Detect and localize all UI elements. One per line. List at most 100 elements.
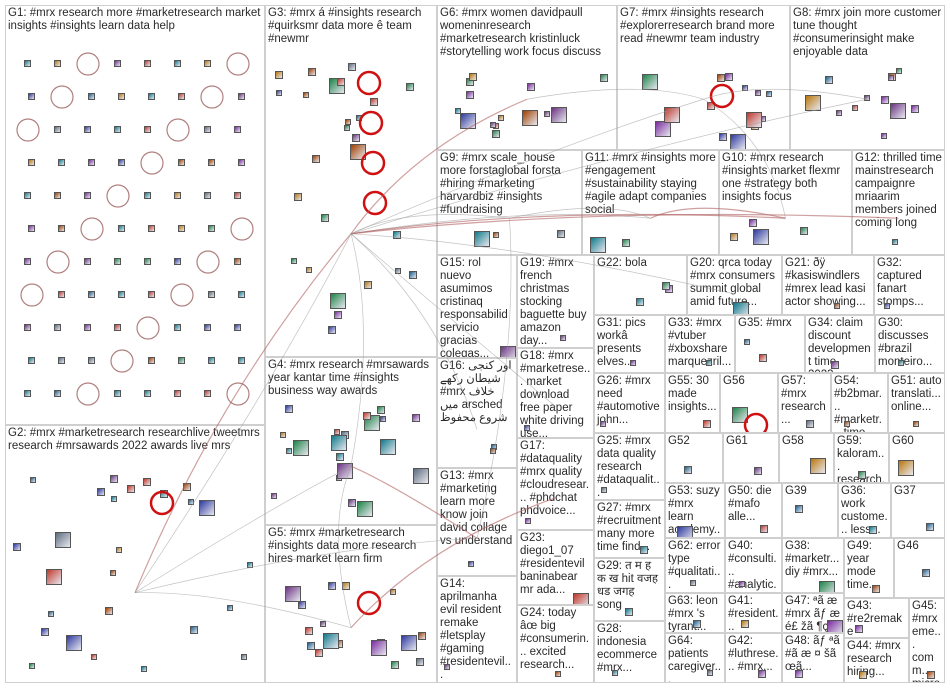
node-g1-53[interactable] bbox=[174, 258, 181, 265]
node-g3-18[interactable] bbox=[394, 267, 401, 274]
node-g2-8[interactable] bbox=[65, 634, 82, 651]
node-g1-18[interactable] bbox=[84, 126, 91, 133]
node-g27-0[interactable] bbox=[639, 545, 648, 554]
node-g1-57[interactable] bbox=[58, 291, 65, 298]
node-g8-2[interactable] bbox=[881, 95, 890, 104]
node-g23-0[interactable] bbox=[573, 592, 589, 604]
node-g1-77[interactable] bbox=[178, 357, 185, 364]
node-g3-13[interactable] bbox=[302, 91, 309, 98]
node-g1-33[interactable] bbox=[54, 192, 61, 199]
node-g1-1[interactable] bbox=[54, 60, 61, 67]
node-g4-9[interactable] bbox=[412, 414, 421, 423]
node-g4-3[interactable] bbox=[271, 493, 278, 500]
node-g1-0[interactable] bbox=[24, 60, 31, 67]
node-g7-4[interactable] bbox=[741, 85, 748, 92]
node-g1-80[interactable] bbox=[24, 390, 31, 397]
node-g35-0[interactable] bbox=[744, 339, 751, 346]
node-g5-17[interactable] bbox=[315, 648, 324, 657]
node-g1-65[interactable] bbox=[54, 324, 61, 331]
node-g2-18[interactable] bbox=[115, 546, 122, 553]
node-g1-37[interactable] bbox=[174, 192, 181, 199]
node-g48-0[interactable] bbox=[795, 670, 804, 679]
node-g1-30[interactable] bbox=[208, 159, 215, 166]
node-g5-5[interactable] bbox=[328, 581, 337, 590]
node-g7-2[interactable] bbox=[729, 133, 746, 149]
node-g1-34[interactable] bbox=[84, 192, 91, 199]
node-g4-12[interactable] bbox=[348, 498, 357, 507]
node-g5-10[interactable] bbox=[298, 600, 307, 609]
node-g2-20[interactable] bbox=[226, 605, 233, 612]
node-g44-0[interactable] bbox=[858, 670, 867, 679]
node-g1-22[interactable] bbox=[204, 126, 211, 133]
node-g1-17[interactable] bbox=[54, 126, 61, 133]
node-g1-69[interactable] bbox=[174, 324, 181, 331]
node-g7-5[interactable] bbox=[655, 121, 672, 138]
node-g2-17[interactable] bbox=[55, 532, 72, 549]
node-g57-0[interactable] bbox=[805, 420, 814, 429]
node-g4-0[interactable] bbox=[284, 405, 293, 413]
node-g1-51[interactable] bbox=[114, 258, 121, 265]
node-g7-11[interactable] bbox=[641, 74, 658, 91]
node-g53-0[interactable] bbox=[676, 525, 693, 537]
node-g6-3[interactable] bbox=[489, 121, 496, 128]
node-g3-3[interactable] bbox=[305, 266, 312, 273]
node-g1-48[interactable] bbox=[24, 258, 31, 265]
node-g4-19[interactable] bbox=[337, 462, 354, 479]
node-g5-4[interactable] bbox=[322, 632, 339, 649]
node-g26-0[interactable] bbox=[600, 420, 607, 427]
node-g5-8[interactable] bbox=[285, 585, 302, 602]
node-g25-0[interactable] bbox=[600, 487, 607, 494]
node-g3-23[interactable] bbox=[393, 230, 402, 239]
node-g10-2[interactable] bbox=[800, 226, 809, 235]
node-g6-4[interactable] bbox=[551, 107, 568, 124]
node-g13-0[interactable] bbox=[467, 560, 474, 567]
node-g3-22[interactable] bbox=[307, 67, 316, 76]
node-g51-0[interactable] bbox=[912, 420, 919, 427]
node-g15-0[interactable] bbox=[499, 345, 516, 357]
node-g1-63[interactable] bbox=[238, 291, 245, 298]
node-g59-0[interactable] bbox=[857, 470, 866, 479]
node-g3-8[interactable] bbox=[406, 83, 415, 92]
node-g47-0[interactable] bbox=[826, 620, 843, 632]
node-g42-0[interactable] bbox=[757, 670, 766, 679]
node-g60-0[interactable] bbox=[897, 460, 914, 477]
node-g1-15[interactable] bbox=[238, 93, 245, 100]
node-g10-3[interactable] bbox=[753, 228, 770, 245]
node-g14-0[interactable] bbox=[443, 663, 450, 670]
node-g1-45[interactable] bbox=[178, 225, 185, 232]
node-g3-9[interactable] bbox=[275, 89, 282, 96]
node-g1-52[interactable] bbox=[144, 258, 151, 265]
node-g30-0[interactable] bbox=[897, 360, 904, 367]
node-g1-67[interactable] bbox=[114, 324, 121, 331]
node-g1-66[interactable] bbox=[84, 324, 91, 331]
node-g4-8[interactable] bbox=[279, 431, 286, 438]
node-g4-17[interactable] bbox=[330, 434, 347, 451]
node-g2-3[interactable] bbox=[104, 606, 113, 615]
node-g46-0[interactable] bbox=[922, 569, 931, 578]
node-g6-9[interactable] bbox=[468, 72, 477, 81]
node-g2-11[interactable] bbox=[127, 485, 136, 494]
node-g5-12[interactable] bbox=[342, 581, 351, 590]
node-g6-5[interactable] bbox=[599, 73, 608, 82]
node-g5-11[interactable] bbox=[305, 626, 313, 635]
node-g2-19[interactable] bbox=[111, 496, 118, 503]
node-g4-4[interactable] bbox=[356, 500, 373, 517]
node-g1-46[interactable] bbox=[208, 225, 215, 232]
node-g1-8[interactable] bbox=[28, 93, 35, 100]
node-g7-8[interactable] bbox=[746, 112, 763, 129]
node-g4-5[interactable] bbox=[363, 411, 372, 420]
node-g62-0[interactable] bbox=[690, 580, 697, 587]
node-g1-27[interactable] bbox=[118, 159, 125, 166]
node-g4-15[interactable] bbox=[333, 428, 340, 435]
node-g1-81[interactable] bbox=[54, 390, 61, 397]
node-g3-6[interactable] bbox=[343, 125, 350, 132]
node-g2-7[interactable] bbox=[47, 610, 54, 617]
node-g6-10[interactable] bbox=[455, 107, 462, 114]
node-g22-1[interactable] bbox=[662, 282, 671, 291]
node-g5-14[interactable] bbox=[370, 639, 387, 656]
node-g31-0[interactable] bbox=[629, 360, 636, 367]
node-g8-1[interactable] bbox=[805, 94, 822, 111]
node-g55-0[interactable] bbox=[702, 420, 711, 429]
node-g45-0[interactable] bbox=[926, 670, 935, 679]
node-g1-50[interactable] bbox=[84, 258, 91, 265]
